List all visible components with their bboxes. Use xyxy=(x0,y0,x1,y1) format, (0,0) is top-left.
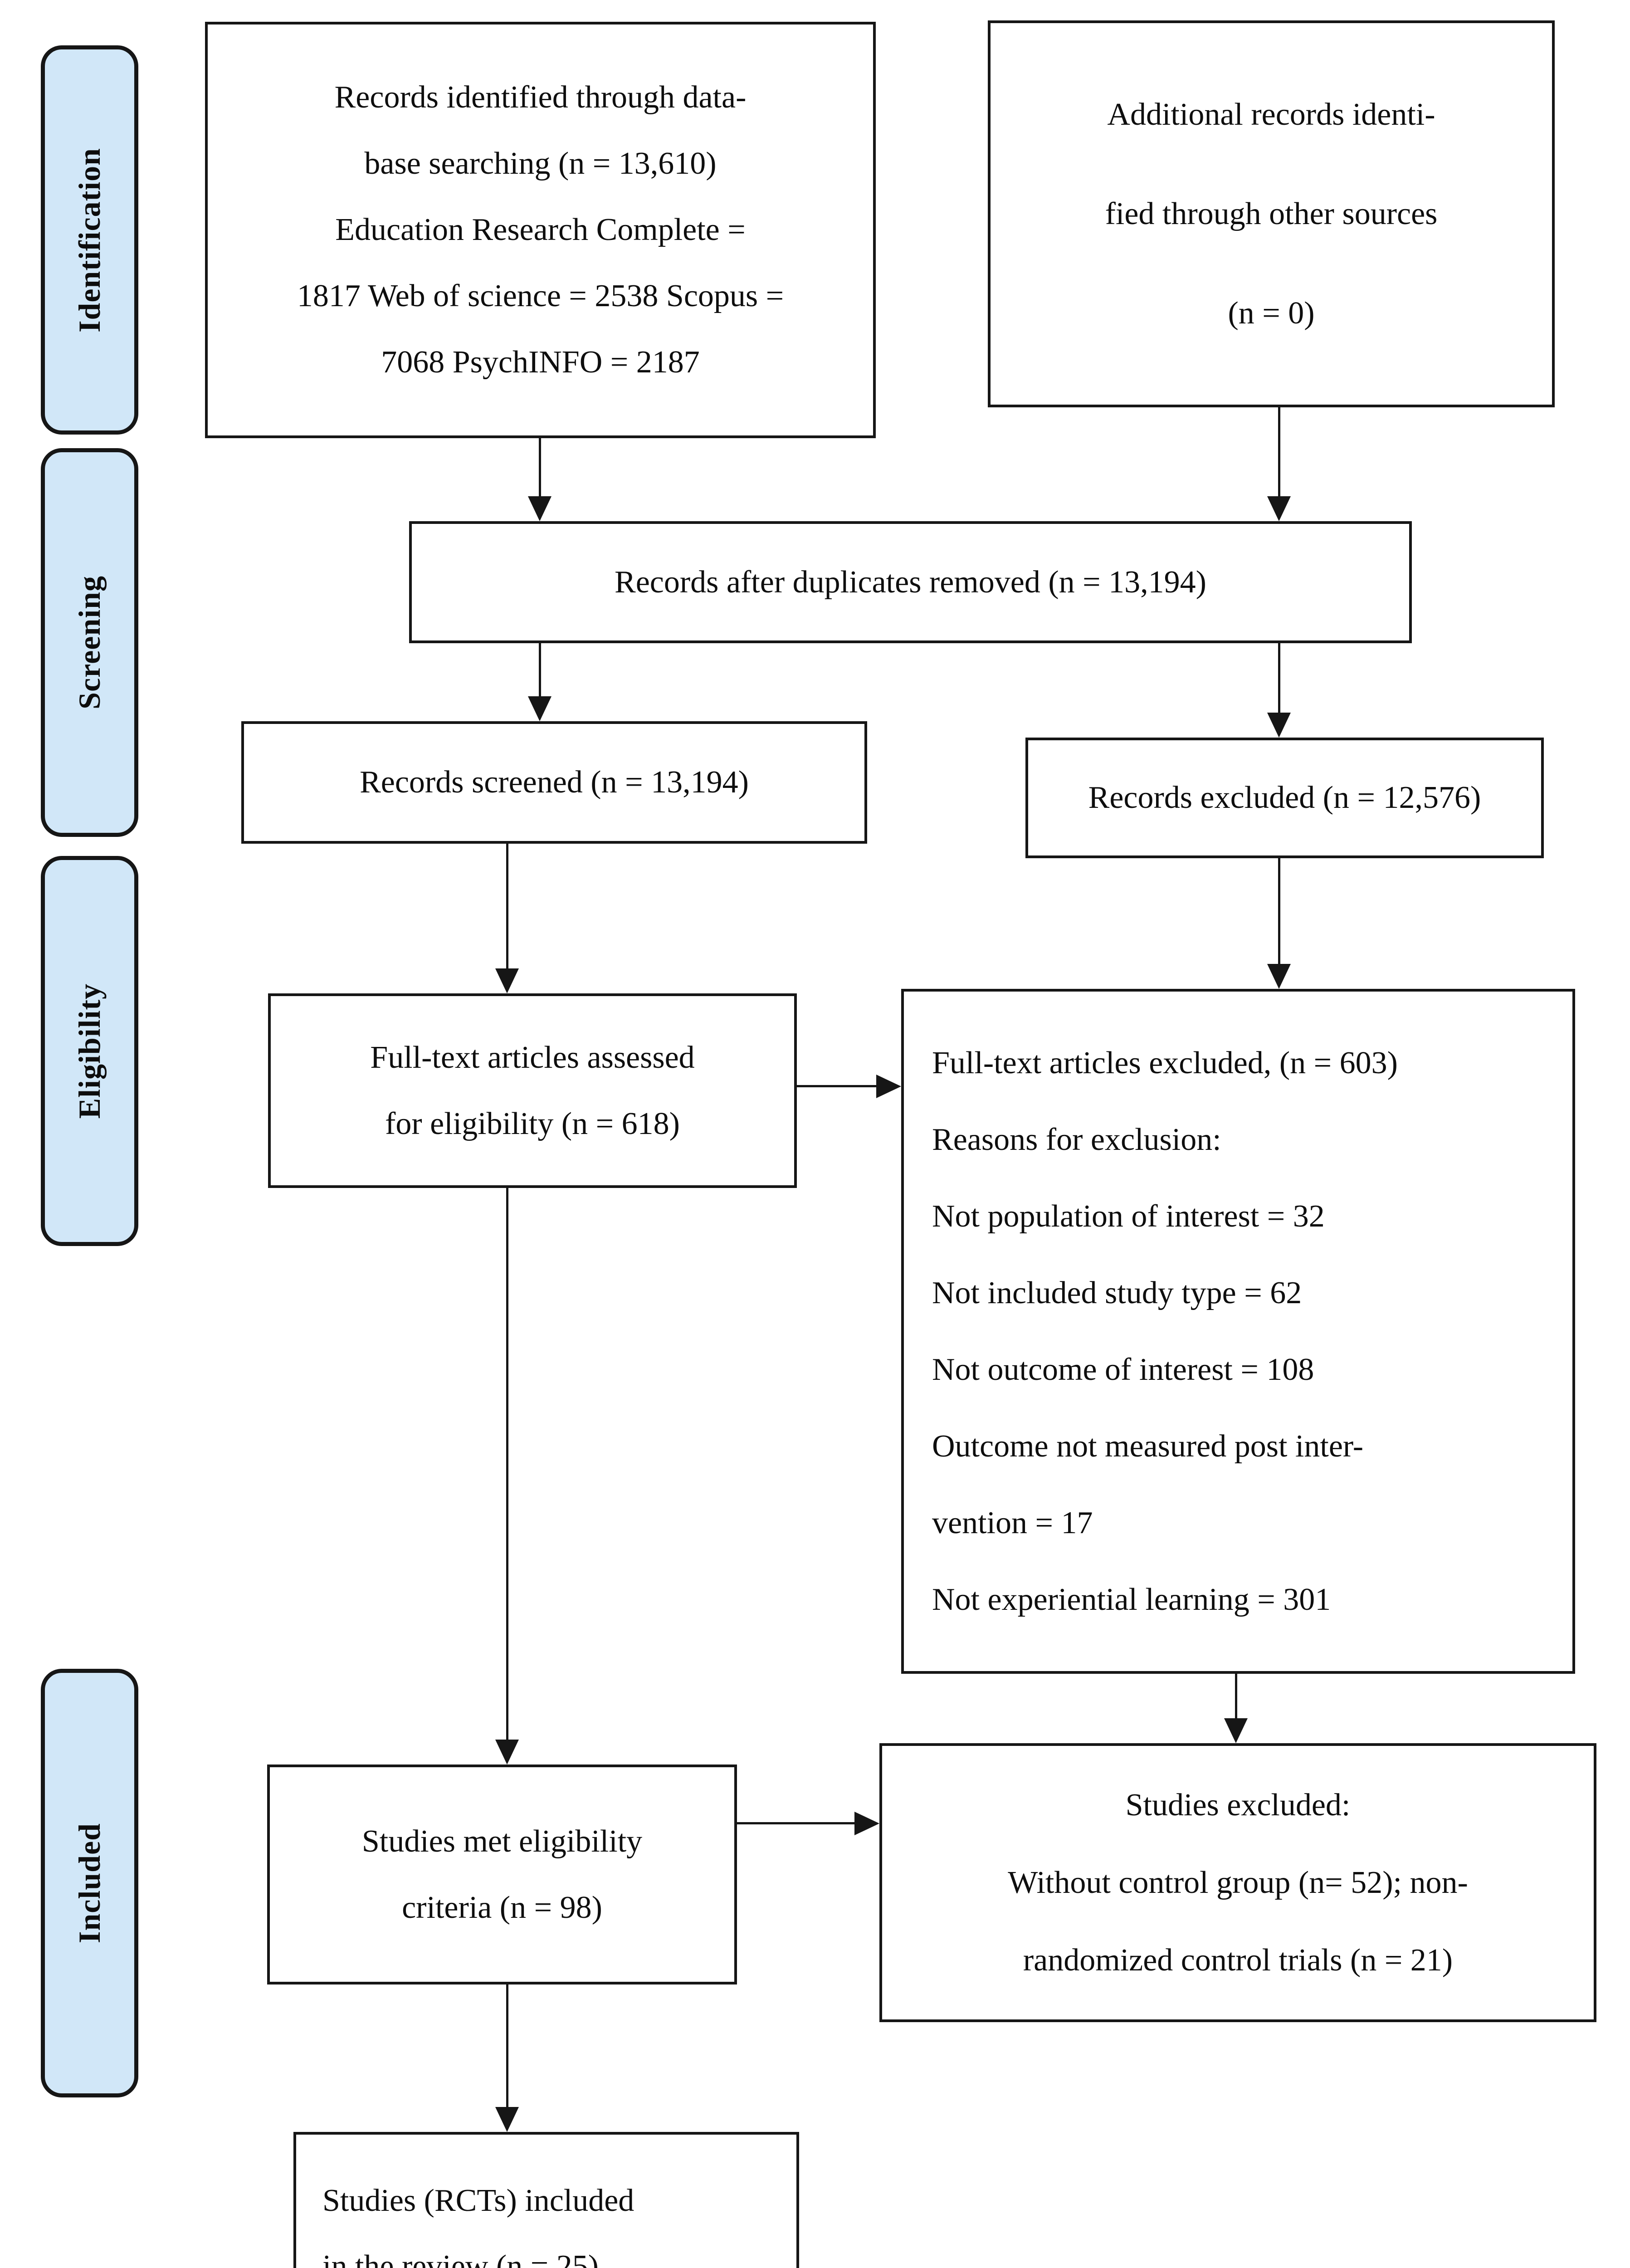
box-text-line: Full-text articles assessed xyxy=(370,1040,695,1075)
arrow-additional-to-duplicates-line xyxy=(1278,407,1280,496)
arrow-assessed-to-excluded-head xyxy=(876,1075,901,1098)
box-records-screened: Records screened (n = 13,194) xyxy=(241,721,867,844)
box-text-line: Outcome not measured post inter- xyxy=(932,1429,1364,1464)
box-text-line: Studies met eligibility xyxy=(361,1823,643,1859)
arrow-duplicates-to-screened-head xyxy=(528,696,551,721)
box-text-line: Studies excluded: xyxy=(1125,1788,1351,1823)
box-text-line: Records screened (n = 13,194) xyxy=(360,765,749,800)
box-text-line: 1817 Web of science = 2538 Scopus = xyxy=(297,279,784,313)
box-text-line: base searching (n = 13,610) xyxy=(364,146,717,181)
box-text-line: vention = 17 xyxy=(932,1505,1093,1540)
stage-identification-label: Identification xyxy=(72,147,107,332)
arrow-fulltext-to-studies-met-line xyxy=(506,1188,508,1740)
box-fulltext-excluded: Full-text articles excluded, (n = 603) R… xyxy=(901,989,1575,1674)
stage-included-label: Included xyxy=(72,1823,107,1943)
arrow-met-to-studies-excluded-line xyxy=(737,1822,854,1824)
box-text-line: Additional records identi- xyxy=(1107,97,1435,132)
stage-eligibility-label: Eligibility xyxy=(72,983,107,1119)
arrow-met-to-included-head xyxy=(495,2107,519,2132)
stage-identification: Identification xyxy=(41,45,138,435)
stage-eligibility: Eligibility xyxy=(41,856,138,1246)
arrow-additional-to-duplicates-head xyxy=(1267,496,1291,521)
box-text-line: criteria (n = 98) xyxy=(402,1890,602,1925)
box-text-line: Without control group (n= 52); non- xyxy=(1008,1865,1468,1900)
arrow-identified-to-duplicates-line xyxy=(539,438,541,496)
arrow-duplicates-to-excluded-line xyxy=(1278,643,1280,713)
box-records-excluded: Records excluded (n = 12,576) xyxy=(1025,738,1544,858)
box-text-line: Records excluded (n = 12,576) xyxy=(1088,780,1481,815)
arrow-fulltext-excluded-to-studies-excluded-head xyxy=(1224,1718,1248,1743)
stage-screening: Screening xyxy=(41,448,138,837)
box-text-line: Education Research Complete = xyxy=(335,212,746,247)
box-text-line: for eligibility (n = 618) xyxy=(385,1106,680,1141)
box-text-line: Not experiential learning = 301 xyxy=(932,1582,1331,1617)
arrow-fulltext-excluded-to-studies-excluded-line xyxy=(1235,1674,1237,1718)
arrow-excluded-to-fulltext-excluded-line xyxy=(1278,858,1280,964)
box-text-line: Not population of interest = 32 xyxy=(932,1199,1325,1234)
box-text-line: fied through other sources xyxy=(1105,196,1438,231)
arrow-met-to-included-line xyxy=(506,1984,508,2107)
arrow-assessed-to-excluded-line xyxy=(797,1085,876,1087)
stage-screening-label: Screening xyxy=(72,576,107,709)
arrow-screened-to-fulltext-line xyxy=(506,844,508,968)
arrow-excluded-to-fulltext-excluded-head xyxy=(1267,964,1291,989)
box-duplicates-removed: Records after duplicates removed (n = 13… xyxy=(409,521,1412,643)
box-studies-excluded: Studies excluded: Without control group … xyxy=(879,1743,1596,2022)
box-studies-met-criteria: Studies met eligibility criteria (n = 98… xyxy=(267,1765,737,1984)
box-text-line: Studies (RCTs) included xyxy=(322,2183,634,2218)
arrow-duplicates-to-screened-line xyxy=(539,643,541,696)
arrow-met-to-studies-excluded-head xyxy=(854,1812,879,1835)
box-text-line: in the review (n = 25) xyxy=(322,2249,599,2268)
box-records-identified: Records identified through data- base se… xyxy=(205,22,876,438)
arrow-screened-to-fulltext-head xyxy=(495,968,519,993)
box-text-line: (n = 0) xyxy=(1228,296,1315,331)
box-text-line: randomized control trials (n = 21) xyxy=(1023,1943,1453,1978)
box-text-line: Not outcome of interest = 108 xyxy=(932,1352,1314,1387)
box-text-line: 7068 PsychINFO = 2187 xyxy=(381,345,700,380)
box-text-line: Records after duplicates removed (n = 13… xyxy=(615,564,1206,600)
box-studies-included: Studies (RCTs) included in the review (n… xyxy=(293,2132,799,2268)
box-text-line: Full-text articles excluded, (n = 603) xyxy=(932,1046,1398,1080)
box-text-line: Records identified through data- xyxy=(334,80,747,115)
box-fulltext-assessed: Full-text articles assessed for eligibil… xyxy=(268,993,797,1188)
arrow-duplicates-to-excluded-head xyxy=(1267,713,1291,738)
box-additional-records: Additional records identi- fied through … xyxy=(988,20,1555,407)
arrow-identified-to-duplicates-head xyxy=(528,496,551,521)
box-text-line: Reasons for exclusion: xyxy=(932,1122,1221,1157)
stage-included: Included xyxy=(41,1669,138,2097)
box-text-line: Not included study type = 62 xyxy=(932,1276,1302,1310)
arrow-fulltext-to-studies-met-head xyxy=(495,1740,519,1765)
